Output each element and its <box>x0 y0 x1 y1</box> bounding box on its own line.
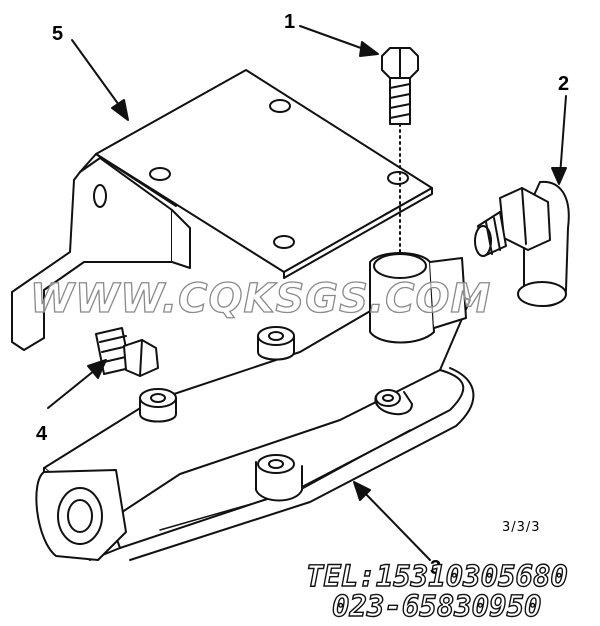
hex-bolt-side <box>95 327 159 377</box>
watermark-text: WWW.CQKSGS.COM <box>29 275 492 322</box>
housing-boss-center <box>257 326 295 361</box>
callout-4: 4 <box>36 423 48 445</box>
callout-2: 2 <box>558 73 570 95</box>
mounting-bracket <box>11 69 433 351</box>
callout-arrows <box>47 25 567 561</box>
callout-1: 1 <box>284 11 296 33</box>
callout-5: 5 <box>52 23 64 45</box>
housing-boss-bottom <box>255 454 303 502</box>
contact-phone: 023-65830950 <box>331 589 542 623</box>
filter-housing <box>35 252 475 561</box>
elbow-fitting <box>474 180 570 307</box>
callout-3: 3 <box>430 557 442 579</box>
contact-tel: TEL:15310305680 <box>305 559 568 593</box>
housing-boss-left <box>139 388 177 423</box>
housing-boss-right <box>374 389 413 415</box>
part-number-label: 3/3/3 <box>502 520 541 535</box>
hex-bolt-top <box>381 47 419 301</box>
